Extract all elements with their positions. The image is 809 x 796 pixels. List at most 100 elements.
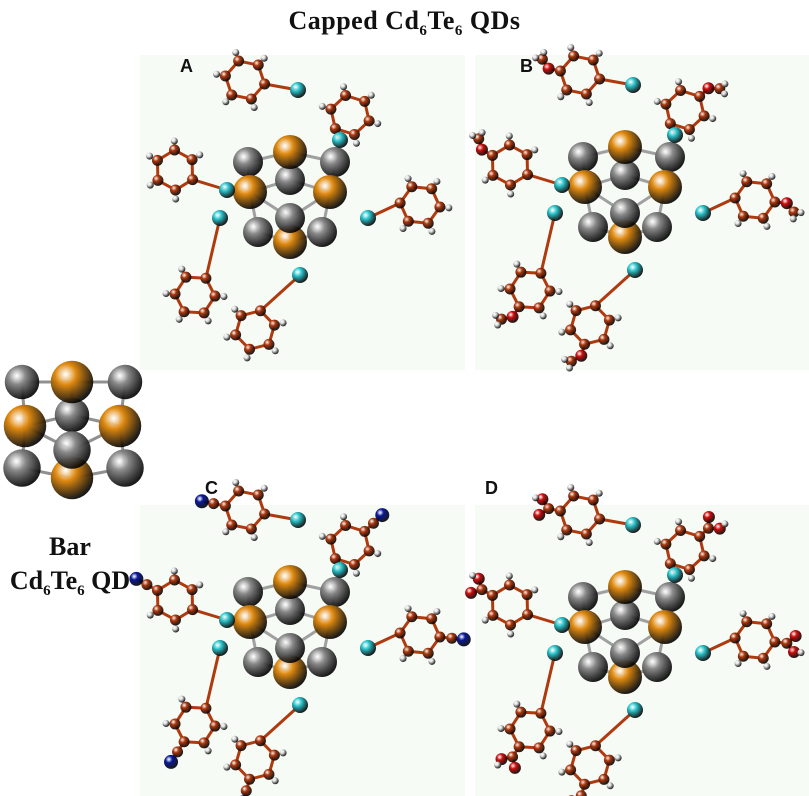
hydrogen-atom — [428, 657, 436, 665]
hydrogen-atom — [196, 581, 204, 589]
tellurium-atom — [568, 170, 602, 204]
hydrogen-atom — [734, 660, 742, 668]
hydrogen-atom — [687, 134, 695, 142]
sulfur-atom — [212, 210, 228, 226]
carbon-atom — [359, 525, 371, 537]
carbon-atom — [587, 54, 599, 66]
carbon-atom — [575, 790, 587, 796]
carbon-atom — [476, 584, 488, 596]
hydrogen-atom — [739, 170, 747, 178]
tellurium-atom — [50, 360, 94, 404]
carbon-atom — [244, 773, 256, 785]
hydrogen-atom — [557, 93, 565, 101]
hydrogen-atom — [250, 533, 258, 541]
sulfur-atom — [627, 702, 643, 718]
hydrogen-atom — [260, 484, 268, 492]
carbon-atom — [402, 215, 414, 227]
hydrogen-atom — [220, 293, 228, 301]
bond — [593, 708, 637, 748]
hydrogen-atom — [567, 44, 575, 52]
oxygen-atom — [575, 349, 588, 362]
hydrogen-atom — [232, 49, 240, 57]
carbon-atom — [245, 93, 257, 105]
carbon-atom — [230, 759, 242, 771]
cadmium-atom — [568, 142, 598, 172]
sulfur-atom — [290, 512, 306, 528]
carbon-atom — [151, 584, 163, 596]
hydrogen-atom — [231, 735, 239, 743]
hydrogen-atom — [505, 132, 513, 140]
carbon-atom — [363, 545, 375, 557]
hydrogen-atom — [531, 586, 539, 594]
carbon-atom — [254, 735, 266, 747]
carbon-atom — [186, 584, 198, 596]
panel-d-molecule — [465, 484, 805, 796]
carbon-atom — [233, 485, 245, 497]
carbon-atom — [486, 149, 498, 161]
carbon-atom — [757, 652, 769, 664]
nitrogen-atom — [375, 508, 390, 523]
sulfur-atom — [219, 612, 235, 628]
sulfur-atom — [554, 617, 570, 633]
bond — [539, 211, 557, 275]
carbon-atom — [761, 618, 773, 630]
carbon-atom — [422, 217, 434, 229]
hydrogen-atom — [204, 317, 212, 325]
hydrogen-atom — [222, 528, 230, 536]
carbon-atom — [259, 508, 271, 520]
hydrogen-atom — [606, 782, 614, 790]
hydrogen-atom — [481, 176, 489, 184]
carbon-atom — [263, 338, 275, 350]
carbon-atom — [169, 614, 181, 626]
carbon-atom — [219, 70, 231, 82]
carbon-atom — [579, 778, 591, 790]
carbon-atom — [515, 266, 527, 278]
bond — [539, 651, 557, 715]
hydrogen-atom — [507, 190, 515, 198]
hydrogen-atom — [271, 347, 279, 355]
hydrogen-atom — [513, 260, 521, 268]
hydrogen-atom — [709, 115, 717, 123]
carbon-atom — [348, 129, 360, 141]
cadmium-atom — [107, 364, 143, 400]
nitrogen-atom — [194, 494, 209, 509]
hydrogen-atom — [367, 91, 375, 99]
bare-qd-label: Bar Cd6Te6 QD — [0, 530, 140, 608]
hydrogen-atom — [565, 364, 573, 372]
hydrogen-atom — [162, 719, 170, 727]
hydrogen-atom — [243, 354, 251, 362]
sulfur-atom — [360, 640, 376, 656]
cadmium-atom — [275, 595, 305, 625]
hydrogen-atom — [721, 80, 729, 88]
cadmium-atom — [610, 160, 640, 190]
carbon-atom — [589, 300, 601, 312]
carbon-atom — [406, 611, 418, 623]
hydrogen-atom — [340, 513, 348, 521]
hydrogen-atom — [352, 139, 360, 147]
hydrogen-atom — [558, 768, 566, 776]
nitrogen-atom — [456, 632, 471, 647]
carbon-atom — [565, 324, 577, 336]
carbon-atom — [268, 749, 280, 761]
carbon-atom — [259, 78, 271, 90]
carbon-atom — [568, 50, 580, 62]
bare-qd-label-line1: Bar — [49, 532, 91, 561]
carbon-atom — [694, 90, 706, 102]
carbon-atom — [504, 139, 516, 151]
carbon-atom — [235, 740, 247, 752]
hydrogen-atom — [231, 305, 239, 313]
carbon-atom — [446, 632, 458, 644]
carbon-atom — [536, 53, 548, 65]
hydrogen-atom — [279, 319, 287, 327]
bond — [258, 703, 302, 743]
hydrogen-atom — [445, 204, 453, 212]
sulfur-atom — [625, 77, 641, 93]
panel-a-molecule — [146, 49, 453, 362]
hydrogen-atom — [768, 612, 776, 620]
sulfur-atom — [554, 177, 570, 193]
cadmium-atom — [655, 582, 685, 612]
hydrogen-atom — [146, 181, 154, 189]
hydrogen-atom — [374, 120, 382, 128]
hydrogen-atom — [172, 195, 180, 203]
hydrogen-atom — [404, 175, 412, 183]
